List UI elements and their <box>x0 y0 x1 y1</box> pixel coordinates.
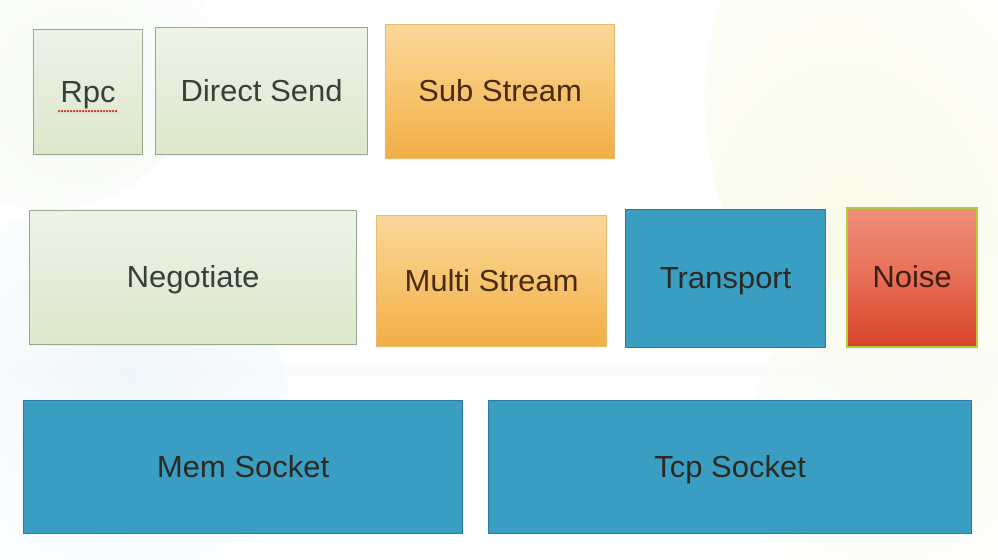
layer-box-transport[interactable]: Transport <box>625 209 826 348</box>
layer-box-label-negotiate: Negotiate <box>126 259 260 295</box>
layer-box-sub-stream[interactable]: Sub Stream <box>385 24 615 159</box>
layer-box-label-rpc: Rpc <box>58 73 118 113</box>
layer-box-label-mem-socket: Mem Socket <box>156 448 330 484</box>
layer-box-tcp-socket[interactable]: Tcp Socket <box>488 400 972 534</box>
layer-box-label-transport: Transport <box>659 260 792 296</box>
layer-box-label-direct-send: Direct Send <box>180 72 343 108</box>
layer-box-negotiate[interactable]: Negotiate <box>29 210 357 345</box>
layer-box-mem-socket[interactable]: Mem Socket <box>23 400 463 534</box>
layer-box-label-sub-stream: Sub Stream <box>418 73 582 109</box>
layer-box-noise[interactable]: Noise <box>846 207 978 348</box>
layer-box-label-tcp-socket: Tcp Socket <box>654 448 806 484</box>
layer-box-label-noise: Noise <box>872 259 952 295</box>
layer-box-rpc[interactable]: Rpc <box>33 29 143 155</box>
layer-box-multi-stream[interactable]: Multi Stream <box>376 215 607 347</box>
layer-box-direct-send[interactable]: Direct Send <box>155 27 368 155</box>
layer-box-label-multi-stream: Multi Stream <box>404 262 579 298</box>
background-decoration-mid-band <box>0 352 998 392</box>
